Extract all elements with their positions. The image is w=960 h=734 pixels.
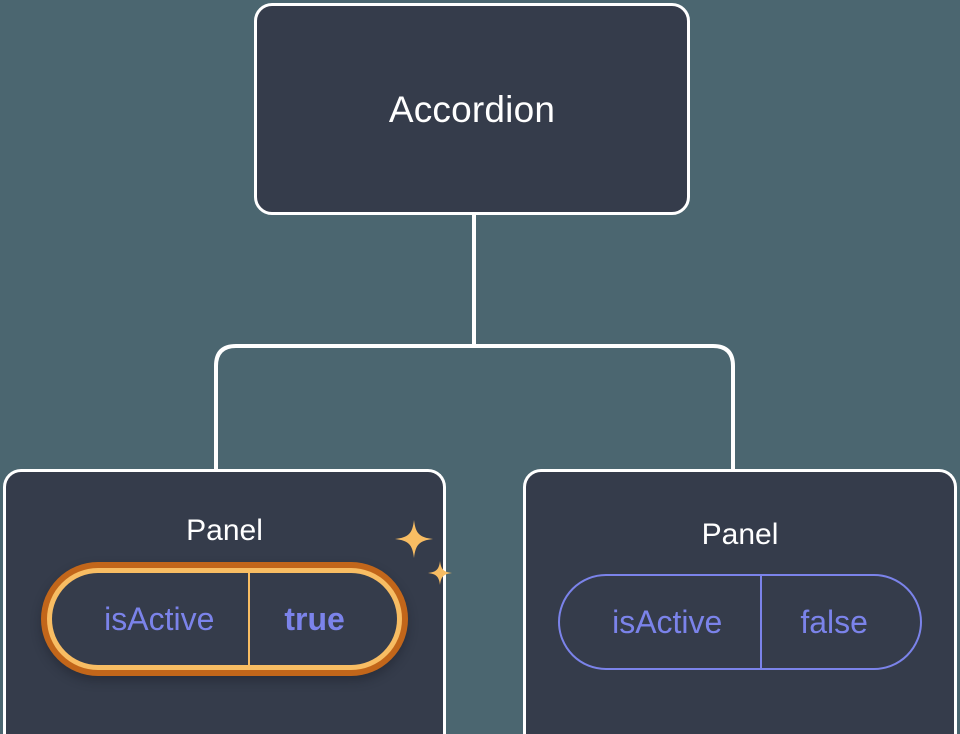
connector-branch (214, 344, 735, 469)
sparkle-large-icon (394, 520, 433, 558)
node-accordion[interactable]: Accordion (254, 3, 690, 215)
prop-pill-active-wrapper: isActive true (41, 520, 452, 676)
prop-key-active: isActive (104, 600, 215, 637)
prop-pill-active-glow-ring: isActive true (41, 562, 408, 676)
prop-value-active: true (248, 573, 396, 665)
node-panel-active[interactable]: Panel isActive true (3, 469, 452, 734)
node-panel-active-label: Panel (186, 514, 263, 547)
prop-pill-inactive[interactable]: isActive false (558, 574, 922, 670)
sparkle-group (394, 520, 452, 585)
sparkle-small-icon (427, 561, 452, 585)
node-accordion-label: Accordion (388, 88, 556, 130)
node-panel-inactive[interactable]: Panel isActive false (523, 469, 957, 734)
prop-pill-active-highlight-ring: isActive true (47, 568, 402, 670)
prop-value-inactive: false (760, 576, 920, 668)
prop-key-inactive: isActive (612, 603, 723, 640)
prop-pill-inactive-wrapper: isActive false (558, 574, 922, 670)
node-panel-inactive-label: Panel (701, 518, 779, 551)
prop-pill-active[interactable]: isActive true (52, 573, 397, 665)
